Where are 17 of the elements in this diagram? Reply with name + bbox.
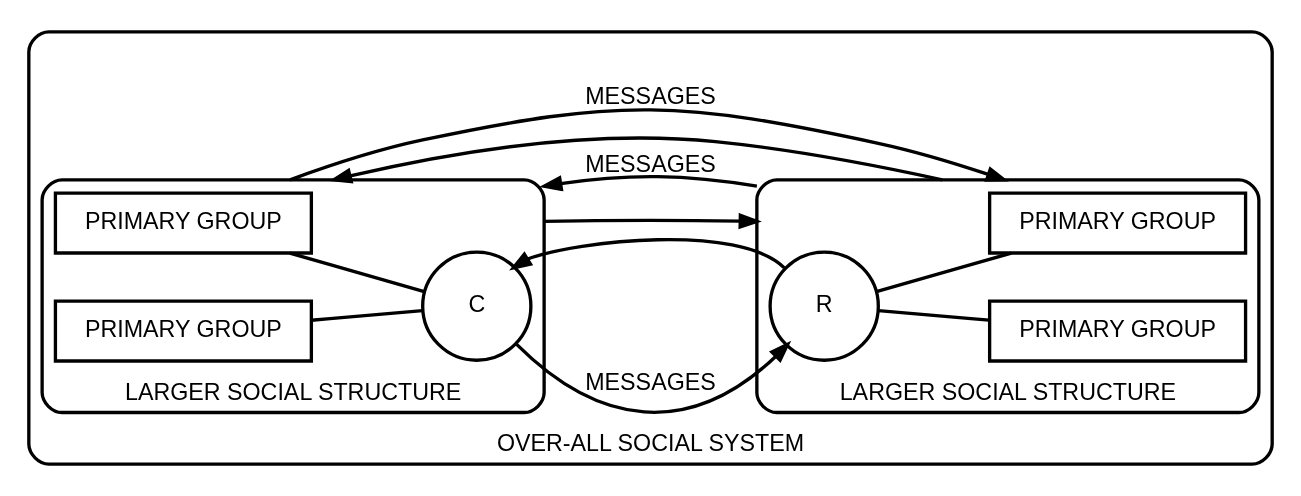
connector [878,309,990,322]
connector [289,251,425,294]
node-box: PRIMARY GROUP [53,191,314,255]
arrow [509,238,786,271]
connector [875,251,1012,294]
edge-label: MESSAGES [585,368,716,395]
arrow [289,108,1009,182]
arrow [515,340,792,414]
arrow [328,136,943,184]
edge-label: MESSAGES [585,82,716,109]
node-box: PRIMARY GROUP [987,191,1248,255]
connector [311,309,423,322]
node-box: PRIMARY GROUP [987,299,1248,363]
node-box: PRIMARY GROUP [53,299,314,363]
arrow [539,174,758,192]
edge-label: MESSAGES [585,150,716,177]
arrow [544,212,762,230]
